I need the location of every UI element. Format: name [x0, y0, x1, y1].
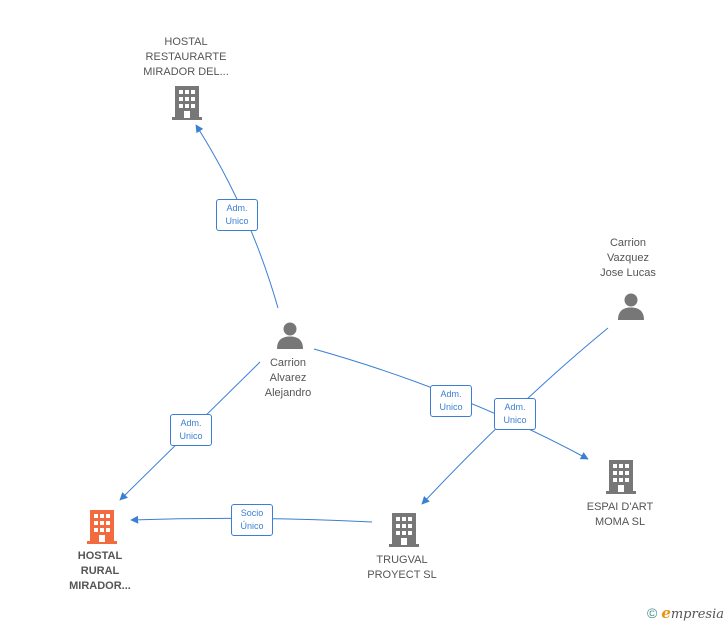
node-label-hostal-restaurante[interactable]: HOSTAL RESTAURARTE MIRADOR DEL... [130, 35, 242, 80]
node-label-line: Carrion [609, 237, 647, 249]
node-label-line: Jose Lucas [600, 267, 656, 279]
node-label-line: Alejandro [264, 387, 312, 399]
edge-label-line: Adm. [226, 203, 248, 213]
edge-label-line: Adm. [440, 389, 462, 399]
person-icon-carrion-vazquez[interactable] [618, 293, 644, 321]
node-label-line: ESPAI D'ART [586, 501, 654, 513]
node-label-carrion-alvarez[interactable]: Carrion Alvarez Alejandro [238, 356, 338, 401]
edge-label-line: Único [240, 521, 264, 531]
node-label-espai[interactable]: ESPAI D'ART MOMA SL [570, 500, 670, 530]
node-label-line: HOSTAL [77, 550, 123, 562]
edge-label-e3[interactable]: Adm. Unico [430, 385, 472, 417]
person-icon-carrion-alvarez[interactable] [277, 322, 303, 350]
edge-label-line: Unico [179, 431, 203, 441]
brand-initial: e [661, 604, 671, 622]
node-label-line: MIRADOR... [69, 580, 131, 592]
node-label-line: MOMA SL [594, 516, 646, 528]
edge-label-line: Unico [439, 402, 463, 412]
edge-label-e1[interactable]: Adm. Unico [216, 199, 258, 231]
edge-label-e4[interactable]: Adm. Unico [494, 398, 536, 430]
brand-name: mpresia [670, 607, 724, 622]
brand-logo: ©empresia [647, 604, 724, 622]
node-label-carrion-vazquez[interactable]: Carrion Vazquez Jose Lucas [578, 236, 678, 281]
building-icon-trugval[interactable] [389, 513, 419, 547]
node-label-line: RESTAURARTE [145, 51, 227, 63]
edge-label-line: Unico [225, 216, 249, 226]
edge-label-line: Adm. [180, 418, 202, 428]
copyright-icon: © [646, 605, 658, 621]
node-label-line: MIRADOR DEL... [143, 66, 229, 78]
node-label-line: TRUGVAL [376, 554, 428, 566]
node-label-line: RURAL [80, 565, 120, 577]
building-icon-hostal-restaurante[interactable] [172, 86, 202, 120]
node-label-line: Carrion [269, 357, 307, 369]
edge-label-line: Socio [240, 508, 264, 518]
node-label-trugval[interactable]: TRUGVAL PROYECT SL [352, 553, 452, 583]
edge-label-line: Adm. [504, 402, 526, 412]
node-label-line: PROYECT SL [367, 569, 437, 581]
building-icon-hostal-rural[interactable] [87, 510, 117, 544]
edge-label-line: Unico [503, 415, 527, 425]
node-label-hostal-rural[interactable]: HOSTAL RURAL MIRADOR... [52, 549, 148, 594]
node-label-line: Alvarez [269, 372, 307, 384]
node-label-line: HOSTAL [164, 36, 208, 48]
edge-label-e5[interactable]: Socio Único [231, 504, 273, 536]
edge-label-e2[interactable]: Adm. Unico [170, 414, 212, 446]
node-label-line: Vazquez [607, 252, 649, 264]
building-icon-espai[interactable] [606, 460, 636, 494]
